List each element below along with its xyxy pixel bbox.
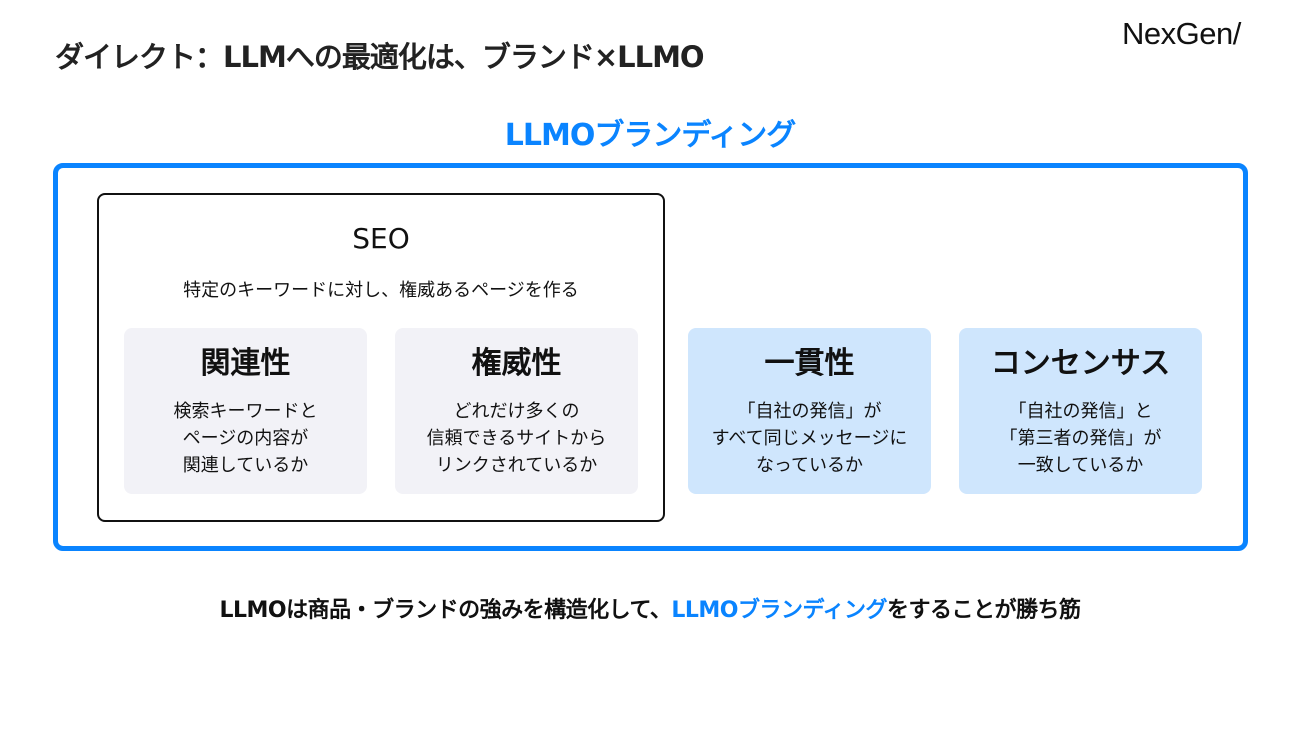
card-title: 一貫性 [764, 346, 855, 381]
seo-frame [97, 193, 665, 522]
card-title: 関連性 [200, 346, 291, 381]
card-title: 権威性 [471, 346, 562, 381]
card-body: 検索キーワードと ページの内容が 関連しているか [173, 401, 318, 476]
card-body: どれだけ多くの 信頼できるサイトから リンクされているか [426, 401, 607, 476]
card-authority: 権威性 どれだけ多くの 信頼できるサイトから リンクされているか [395, 328, 638, 494]
conclusion-highlight: LLMOブランディング [671, 598, 887, 623]
section-title: LLMOブランディング [504, 118, 797, 153]
conclusion-part1: LLMOは商品・ブランドの強みを構造化して、 [219, 598, 672, 623]
slide-title: ダイレクト：LLMへの最適化は、ブランド×LLMO [55, 40, 705, 74]
seo-subtitle: 特定のキーワードに対し、権威あるページを作る [183, 280, 579, 301]
card-body: 「自社の発信」が すべて同じメッセージに なっているか [711, 401, 908, 476]
card-title: コンセンサス [990, 346, 1171, 381]
card-relevance: 関連性 検索キーワードと ページの内容が 関連しているか [124, 328, 367, 494]
seo-title: SEO [352, 222, 410, 255]
card-body: 「自社の発信」と 「第三者の発信」が 一致しているか [999, 401, 1162, 476]
card-consensus: コンセンサス 「自社の発信」と 「第三者の発信」が 一致しているか [959, 328, 1202, 494]
conclusion-part2: をすることが勝ち筋 [886, 598, 1081, 623]
nexgen-logo: NexGen/ [1122, 16, 1241, 51]
card-consistency: 一貫性 「自社の発信」が すべて同じメッセージに なっているか [688, 328, 931, 494]
conclusion-text: LLMOは商品・ブランドの強みを構造化して、LLMOブランディングをすることが勝… [0, 592, 1300, 624]
llmo-branding-frame [53, 163, 1248, 551]
